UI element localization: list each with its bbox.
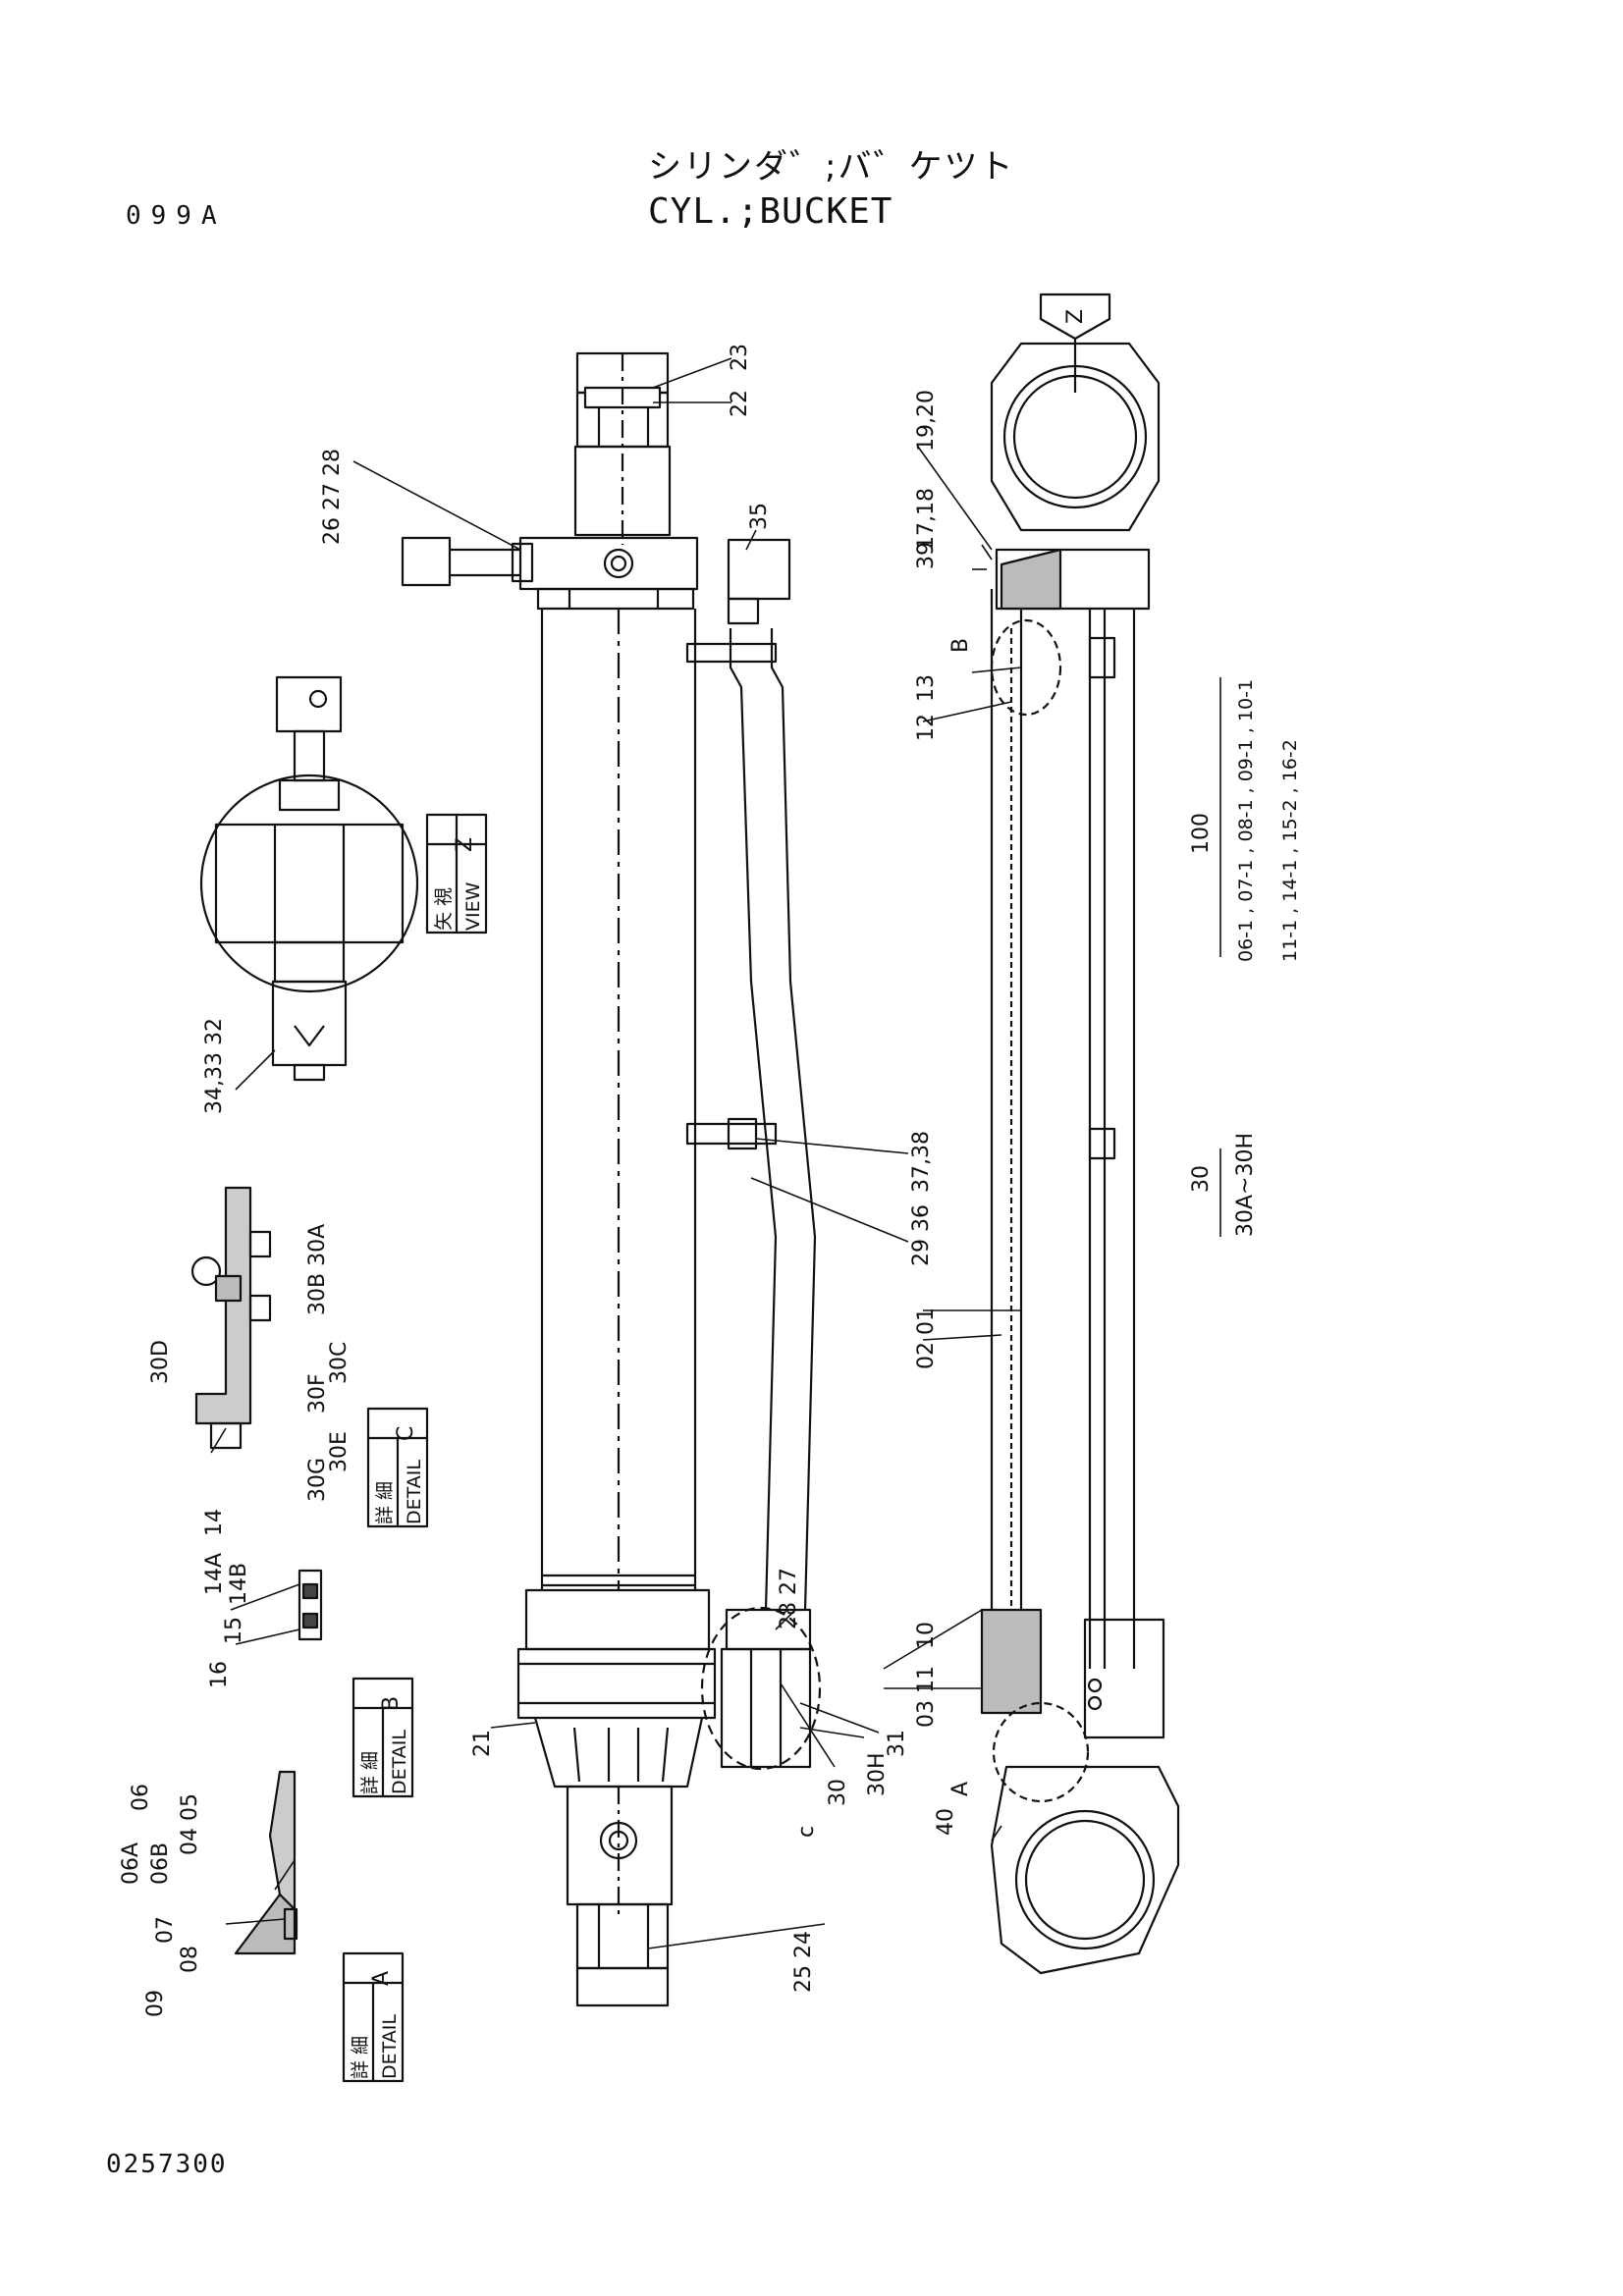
callout-15: 15 [222, 1617, 246, 1644]
callout-13: 13 [914, 674, 939, 702]
detail-a-letter: A [369, 1971, 394, 1986]
title-japanese: シリンダ゛;バ゛ケツト [648, 147, 1015, 187]
callout-22: 22 [728, 390, 752, 417]
callout-14b: 14B [227, 1563, 251, 1605]
detail-c-box [366, 1407, 429, 1528]
detail-a-drawing [234, 1770, 298, 1955]
cylinder-exterior-view [401, 351, 822, 2007]
callout-16: 16 [207, 1661, 232, 1688]
detail-b-letter: B [379, 1696, 404, 1711]
callout-30b-30a: 30B 30A [305, 1224, 330, 1315]
callout-09: 09 [143, 1990, 168, 2017]
callout-03-11: 03 11 [914, 1666, 939, 1728]
callout-25-24: 25 24 [791, 1931, 816, 1993]
detail-b-box [352, 1677, 414, 1798]
view-z-box [425, 813, 488, 934]
view-z-arrow-letter: Z [1063, 309, 1088, 324]
callout-35: 35 [747, 503, 772, 530]
detail-c-jp: 詳 細 [374, 1481, 396, 1524]
kit-100-number: 100 [1189, 813, 1214, 854]
drawing-number: 0257300 [106, 2150, 228, 2179]
callout-b: B [948, 638, 973, 653]
kit-100-line1: 06-1 , 07-1 , 08-1 , 09-1 , 10-1 [1235, 679, 1257, 962]
callout-30e: 30E [327, 1431, 352, 1472]
callout-29-36: 29 36 [909, 1204, 934, 1266]
callout-37-38: 37,38 [909, 1131, 934, 1193]
callout-30: 30 [826, 1779, 850, 1806]
kit-100-line2: 11-1 , 14-1 , 15-2 , 16-2 [1279, 739, 1301, 962]
detail-c-en: DETAIL [404, 1460, 425, 1524]
detail-a-jp: 詳 細 [350, 2036, 371, 2079]
view-z-jp: 矢 視 [433, 887, 455, 931]
callout-19-20: 19,20 [914, 390, 939, 452]
callout-28-27: 28 27 [777, 1568, 801, 1629]
callout-06b: 06B [148, 1842, 173, 1885]
callout-39: 39 [914, 542, 939, 569]
callout-02-01: 02 01 [914, 1308, 939, 1369]
callout-30d: 30D [148, 1340, 173, 1384]
detail-b-en: DETAIL [389, 1730, 410, 1794]
view-z-en: VIEW [462, 881, 484, 931]
detail-c-letter: C [394, 1426, 418, 1441]
title-english: CYL.;BUCKET [648, 191, 893, 232]
callout-30f: 30F [305, 1373, 330, 1414]
page-code: 099A [126, 201, 227, 231]
callout-30h: 30H [865, 1752, 890, 1796]
callout-06: 06 [129, 1784, 153, 1811]
callout-08: 08 [178, 1946, 202, 1973]
callout-07: 07 [153, 1916, 178, 1944]
callout-14a: 14A [202, 1553, 227, 1595]
callout-labels: 23 22 26 27 28 35 19,20 17,18 39 B 13 12… [119, 309, 1301, 2079]
kit-30-range: 30A~30H [1233, 1133, 1258, 1237]
callout-12: 12 [914, 714, 939, 741]
callout-17-18: 17,18 [914, 488, 939, 550]
callout-c: c [794, 1826, 819, 1838]
callout-23: 23 [728, 344, 752, 371]
cylinder-section-view [980, 293, 1180, 1975]
callout-30g: 30G [305, 1458, 330, 1502]
detail-a-box [342, 1951, 405, 2083]
detail-c-drawing [190, 1186, 272, 1450]
kit-30-number: 30 [1189, 1165, 1214, 1193]
detail-a-en: DETAIL [379, 2014, 401, 2079]
callout-04-05: 04 05 [178, 1793, 202, 1855]
callout-30c: 30C [327, 1342, 352, 1384]
detail-b-jp: 詳 細 [359, 1751, 381, 1794]
callout-26-27-28: 26 27 28 [320, 449, 345, 545]
callout-06a: 06A [119, 1842, 143, 1885]
view-z-letter: Z [453, 837, 477, 852]
leader-lines [210, 357, 1022, 1949]
callout-10: 10 [914, 1622, 939, 1649]
callout-31: 31 [885, 1730, 909, 1757]
callout-21: 21 [470, 1730, 495, 1757]
view-z-drawing [199, 675, 419, 1082]
callout-14: 14 [202, 1509, 227, 1536]
callout-40: 40 [934, 1808, 958, 1836]
callout-34-33-32: 34,33 32 [202, 1018, 227, 1114]
detail-b-drawing [298, 1569, 323, 1641]
callout-a: A [948, 1782, 973, 1796]
